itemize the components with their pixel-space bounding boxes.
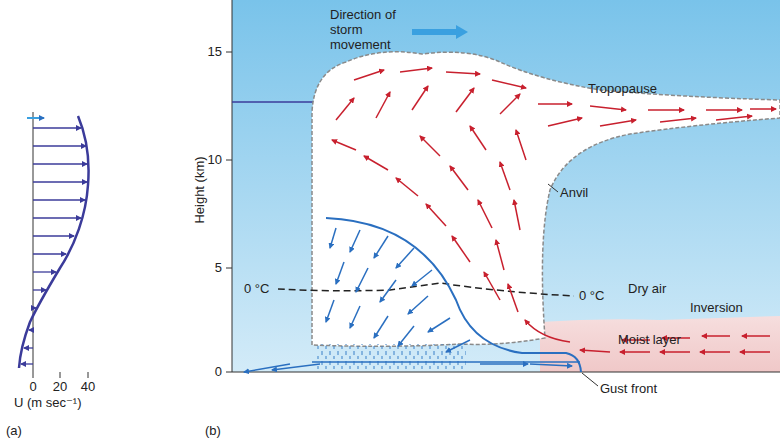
- wind-arrow: [33, 253, 66, 254]
- storm-direction-arrow: [412, 29, 462, 35]
- wind-arrow: [24, 347, 33, 348]
- wind-arrow: [33, 163, 87, 164]
- freezing-level: [278, 283, 574, 296]
- wind-arrow: [21, 363, 33, 364]
- moist-layer-label: Moist layer: [618, 333, 681, 348]
- wind-arrow: [33, 217, 81, 218]
- anvil-label: Anvil: [560, 186, 588, 201]
- tick-label: 0: [215, 365, 222, 380]
- tick-label: 15: [208, 45, 222, 60]
- updraft-arrows: [332, 68, 776, 352]
- cloud-outline: [312, 52, 780, 347]
- wind-arrow: [33, 199, 85, 200]
- air-mass-label: Dry air: [628, 282, 666, 297]
- anvil-leader: [548, 184, 558, 192]
- tropopause-label: Tropopause: [588, 82, 657, 97]
- gust-front-label: Gust front: [600, 382, 657, 397]
- precipitation: [316, 344, 466, 371]
- outflow-line: [312, 361, 580, 363]
- direction-label: Direction of storm movement: [330, 8, 422, 53]
- sky: [232, 0, 780, 372]
- tick-label: 0: [29, 380, 36, 395]
- wind-arrows: [21, 128, 87, 364]
- panel-label: (a): [6, 424, 22, 439]
- wind-arrow: [33, 307, 36, 308]
- wind-arrow: [33, 271, 56, 272]
- moist-layer: [540, 316, 780, 372]
- inversion-label: Inversion: [690, 301, 743, 316]
- panel-label: (b): [205, 424, 221, 439]
- wind-arrow: [29, 329, 33, 330]
- axis-title: U (m sec⁻¹): [14, 396, 82, 411]
- storm-speed-arrow: [27, 117, 44, 119]
- tick-label: 40: [81, 380, 95, 395]
- downdraft-arrows: [244, 228, 572, 372]
- wind-arrow: [33, 235, 74, 236]
- axis-title: Height (km): [193, 156, 208, 223]
- downdraft-boundary: [326, 218, 581, 372]
- wind-arrow: [33, 127, 81, 128]
- wind-arrow: [33, 181, 87, 182]
- profile-axis: [33, 112, 34, 372]
- tick-label: 10: [208, 153, 222, 168]
- wind-arrow: [33, 289, 46, 290]
- tick-label: 5: [215, 261, 222, 276]
- temperature-label: 0 °C: [579, 289, 604, 304]
- wind-arrow: [33, 145, 86, 146]
- wind-profile-curve: [19, 116, 89, 368]
- tick-label: 20: [53, 380, 67, 395]
- gust-front-leader: [582, 373, 598, 386]
- temperature-label: 0 °C: [244, 282, 269, 297]
